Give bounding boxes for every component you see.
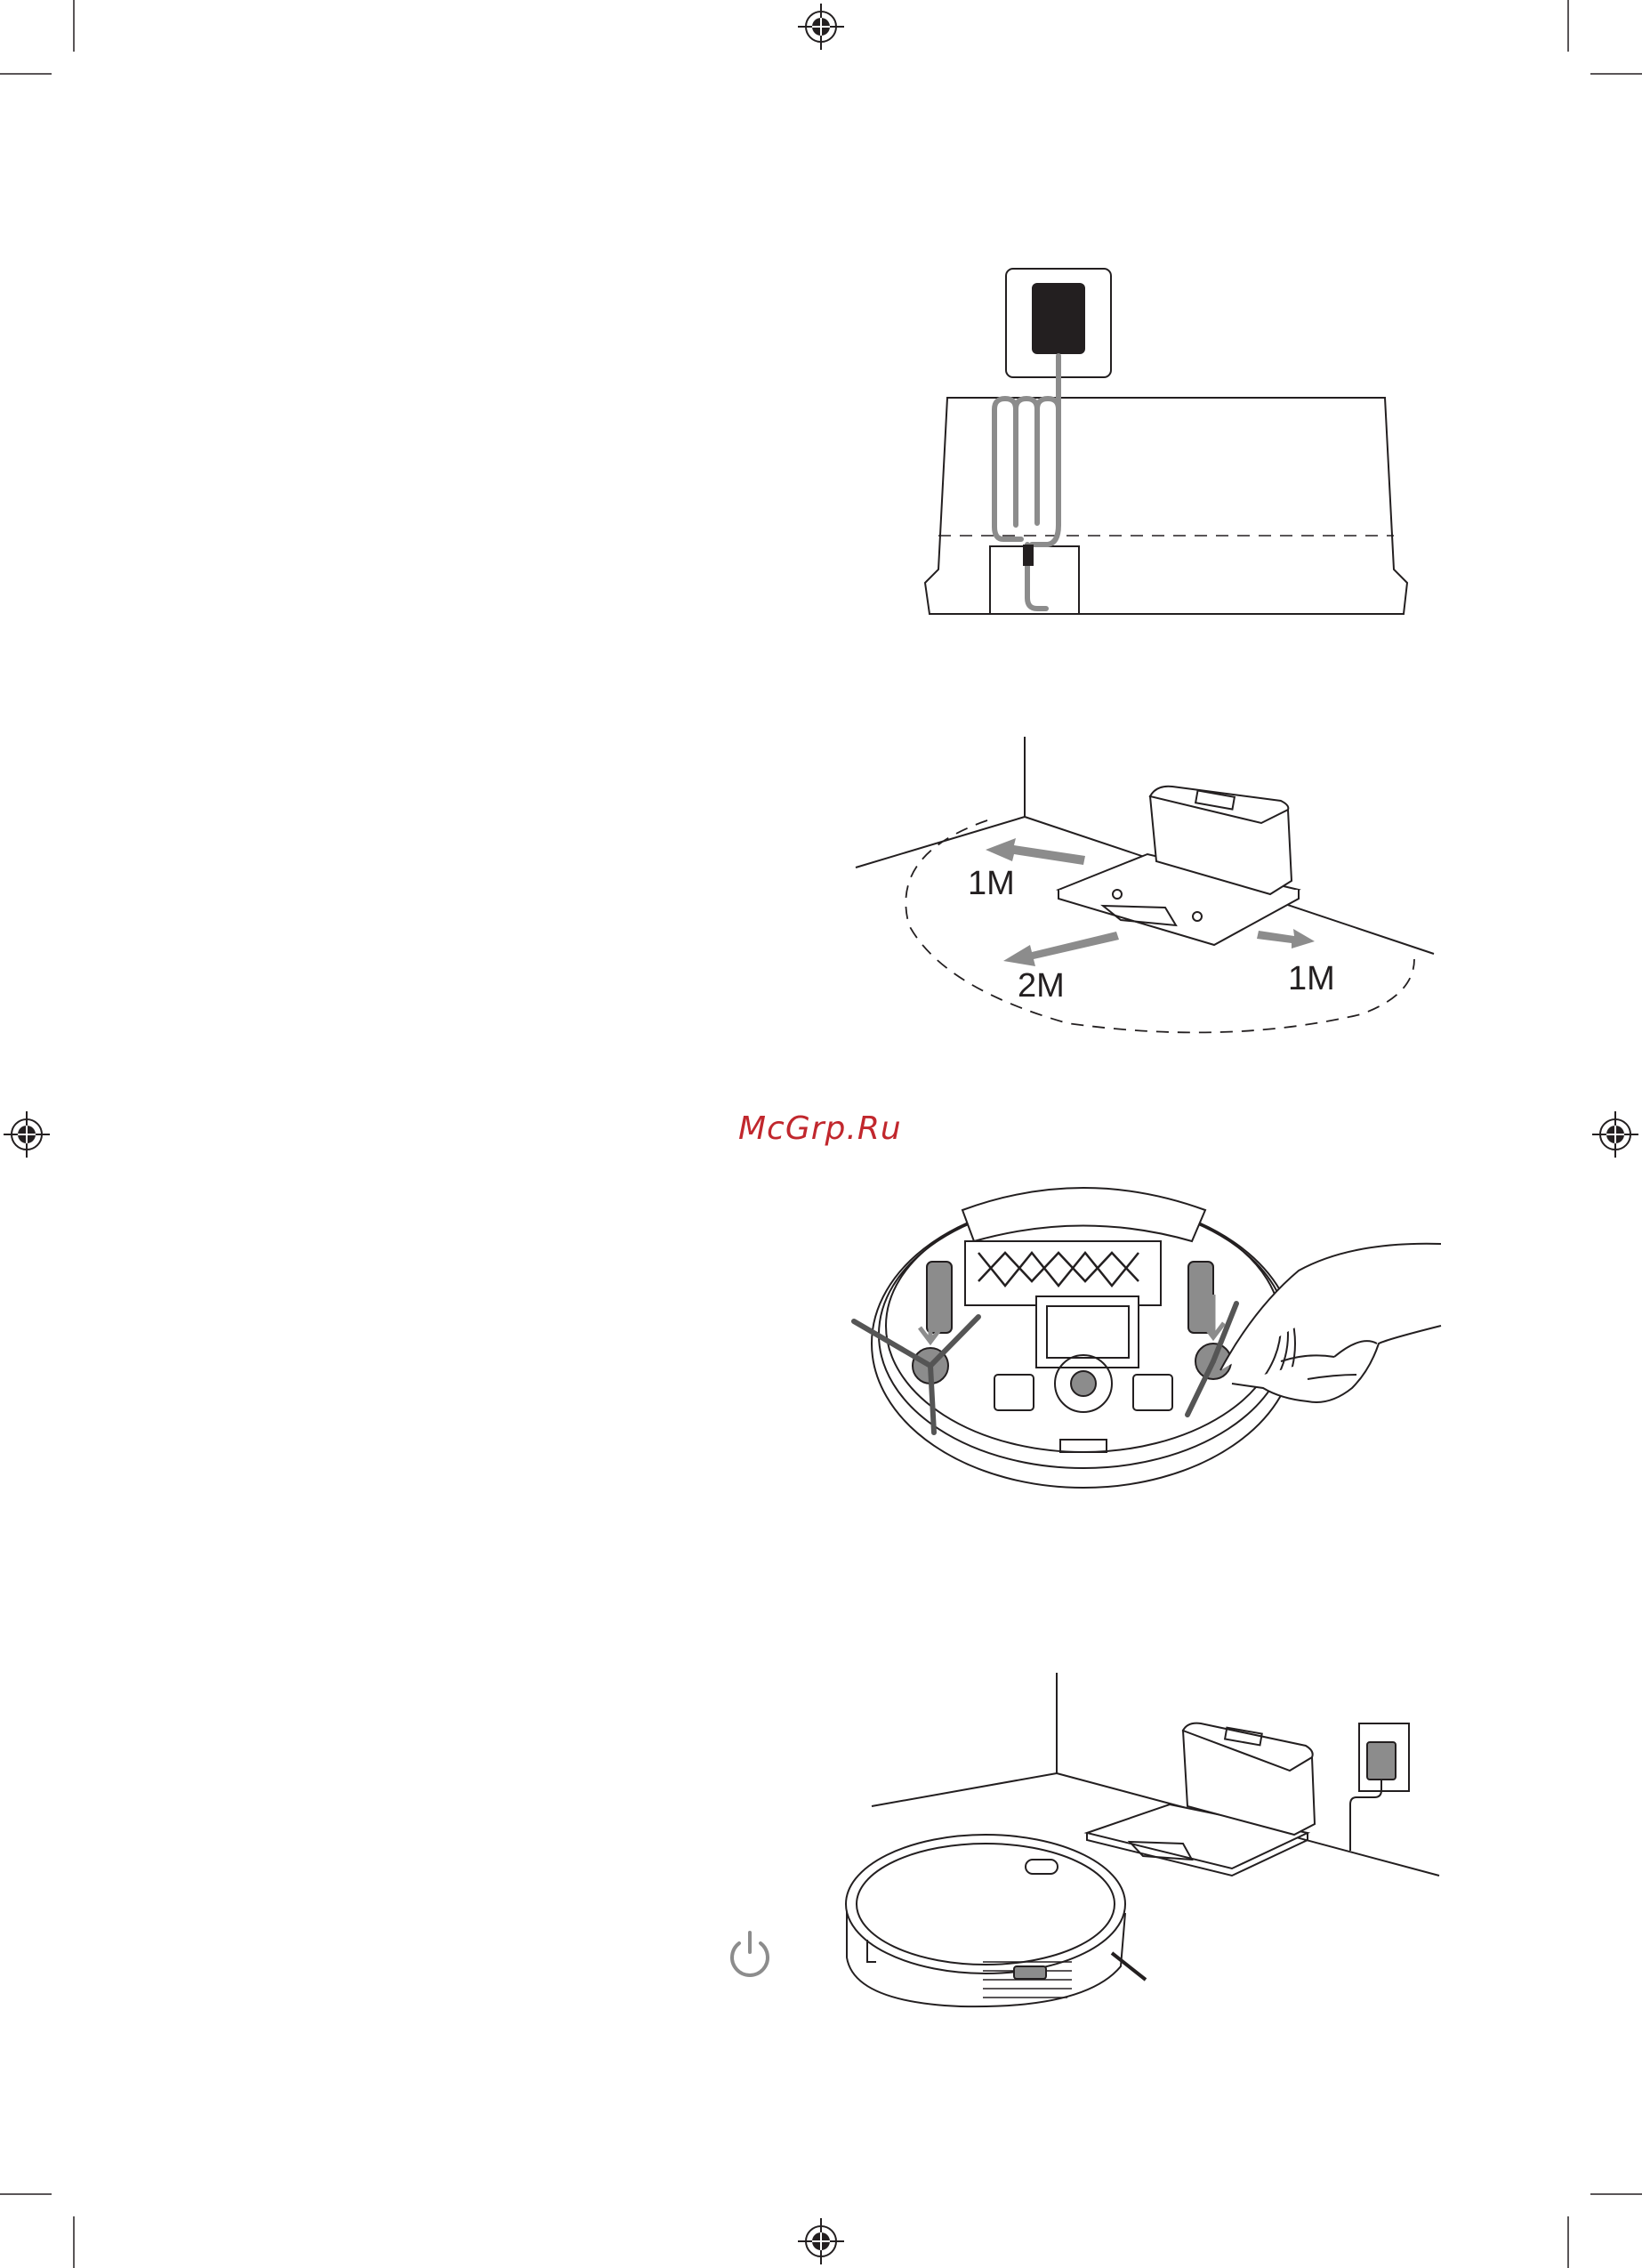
front-clearance-arrow <box>1003 932 1119 966</box>
registration-mark-icon <box>798 4 844 50</box>
registration-mark-icon <box>4 1111 50 1158</box>
distance-label-front: 2M <box>1018 967 1065 1005</box>
distance-label-left: 1M <box>968 865 1015 902</box>
registration-mark-icon <box>1592 1111 1638 1158</box>
robot-docking-diagram <box>846 1673 1439 2006</box>
dock-clearance-diagram <box>856 737 1434 1032</box>
dock-cable-diagram <box>925 269 1407 614</box>
right-clearance-arrow <box>1257 929 1315 948</box>
watermark: McGrp.Ru <box>738 1110 916 1147</box>
power-adapter-icon <box>1032 283 1085 354</box>
side-brush-installation-diagram <box>854 1188 1441 1488</box>
registration-mark-icon <box>798 2218 844 2264</box>
power-adapter-icon <box>1367 1742 1396 1780</box>
left-clearance-arrow <box>986 838 1085 865</box>
distance-label-right: 1M <box>1288 960 1335 997</box>
power-icon <box>732 1933 768 1975</box>
